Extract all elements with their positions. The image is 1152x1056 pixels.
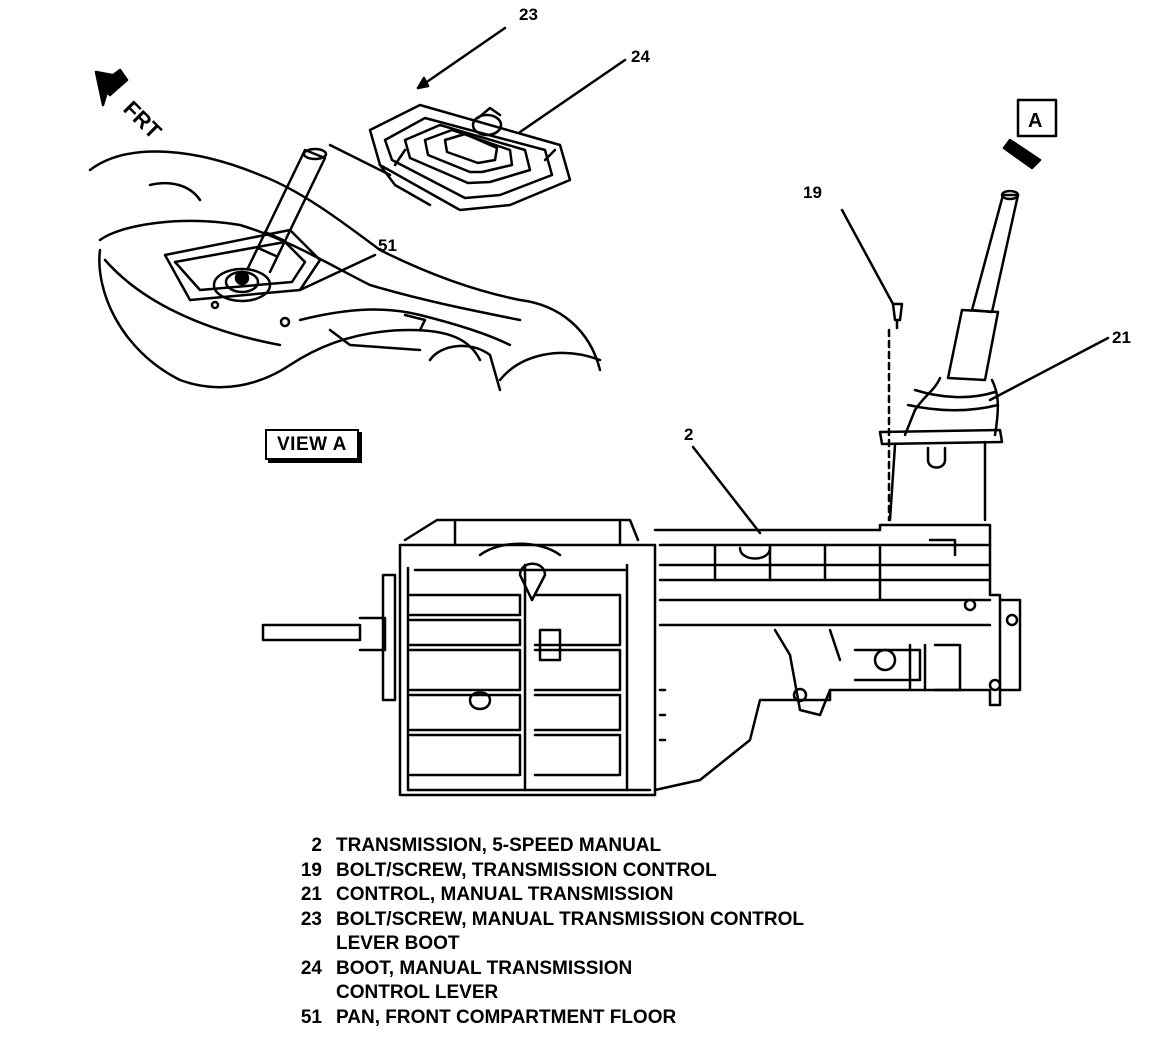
callout-24: 24 (631, 47, 650, 66)
legend-description-continued: CONTROL LEVER (336, 982, 499, 1003)
view-a-illustration (88, 103, 602, 392)
callout-2: 2 (684, 425, 693, 444)
legend-item: 19 BOLT/SCREW, TRANSMISSION CONTROL (282, 859, 902, 884)
legend-number: 19 (300, 859, 322, 881)
callout-23: 23 (519, 5, 538, 24)
legend-description: PAN, FRONT COMPARTMENT FLOOR (336, 1006, 677, 1028)
leader-24 (518, 58, 627, 134)
view-a-marker-label: A (1028, 110, 1042, 132)
view-a-marker-box (1016, 98, 1058, 138)
leader-23 (416, 26, 507, 90)
legend-number: 24 (300, 957, 322, 979)
callout-51: 51 (378, 236, 397, 255)
front-direction-arrow (94, 68, 129, 107)
leader-2 (691, 445, 762, 535)
legend-description: CONTROL, MANUAL TRANSMISSION (336, 884, 674, 905)
legend-description: BOOT, MANUAL TRANSMISSION (336, 957, 633, 979)
leader-51 (298, 253, 377, 292)
legend-number: 2 (311, 835, 322, 856)
legend-description: BOLT/SCREW, TRANSMISSION CONTROL (336, 859, 717, 881)
bolt-19 (887, 302, 904, 522)
callout-19: 19 (803, 183, 822, 202)
legend-description-continued: LEVER BOOT (336, 933, 460, 954)
transmission-body (261, 518, 1022, 797)
legend-number: 23 (300, 908, 322, 930)
shift-lever-assembly (878, 189, 1020, 522)
legend-description: BOLT/SCREW, MANUAL TRANSMISSION CONTROL (336, 908, 804, 930)
legend-item: 23 BOLT/SCREW, MANUAL TRANSMISSION CONTR… (282, 908, 902, 933)
parts-legend: 2 TRANSMISSION, 5-SPEED MANUAL 19 BOLT/S… (282, 834, 902, 1030)
leader-21 (988, 336, 1110, 402)
legend-description: TRANSMISSION, 5-SPEED MANUAL (336, 835, 662, 856)
frt-label: FRT (118, 96, 166, 144)
legend-item: 51 PAN, FRONT COMPARTMENT FLOOR (282, 1006, 902, 1031)
view-a-marker-arrow (1002, 138, 1042, 170)
legend-item: 21 CONTROL, MANUAL TRANSMISSION (282, 883, 902, 908)
legend-item: 24 BOOT, MANUAL TRANSMISSION (282, 957, 902, 982)
callout-21: 21 (1112, 328, 1131, 347)
legend-number: 21 (300, 884, 322, 905)
legend-number: 51 (300, 1006, 322, 1028)
view-a-label: VIEW A (265, 429, 359, 460)
leader-19 (840, 208, 895, 306)
legend-item: 2 TRANSMISSION, 5-SPEED MANUAL (282, 834, 902, 859)
